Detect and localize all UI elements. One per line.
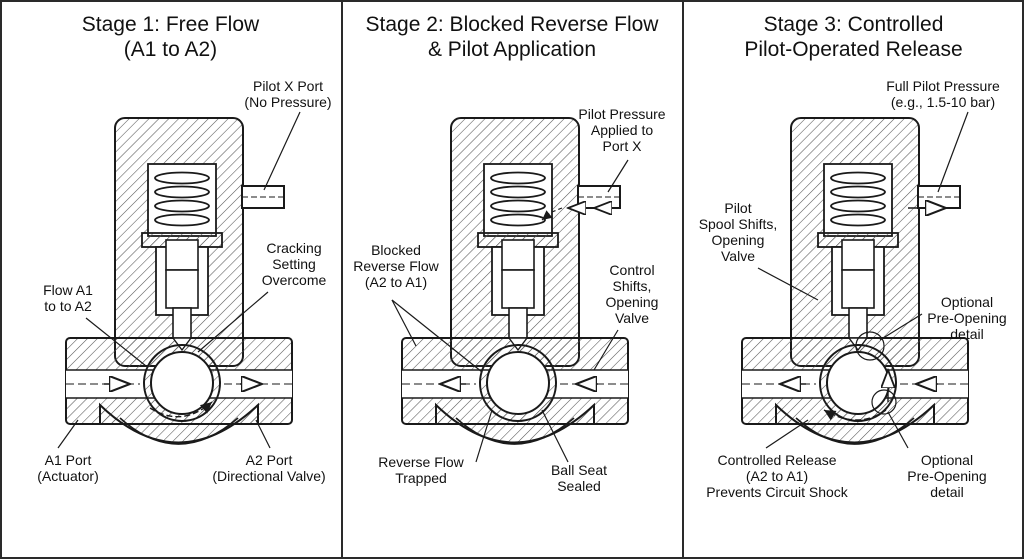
label-line: Prevents Circuit Shock [706,484,848,500]
label-line: Pre-Opening [907,468,987,484]
label-line: Sealed [557,478,601,494]
label-controlled-release: Controlled Release (A2 to A1) Prevents C… [692,452,862,500]
label-cracking-setting: Cracking Setting Overcome [244,240,344,288]
label-line: Opening [711,232,765,248]
label-reverse-flow-trapped: Reverse Flow Trapped [366,454,476,486]
label-line: Control [609,262,655,278]
label-line: Port X [602,138,642,154]
label-line: Pilot X Port [252,78,324,94]
label-line: Flow A1 [43,282,93,298]
label-line: (A2 to A1) [364,274,428,290]
label-line: Ball Seat [550,462,608,478]
stage-2-subtitle-line: & Pilot Application [427,38,597,61]
stage-3-subtitle-line: Pilot-Operated Release [744,38,963,61]
label-line: to to A2 [44,298,92,314]
label-line: Valve [615,310,649,326]
label-line: detail [930,484,964,500]
valve-stage-1 [57,111,301,449]
label-line: detail [950,326,984,342]
valve-stage-3 [741,111,969,449]
label-line: Overcome [261,272,327,288]
label-line: Trapped [395,470,447,486]
label-pilot-pressure-applied: Pilot Pressure Applied to Port X [566,106,678,154]
label-full-pilot-pressure: Full Pilot Pressure (e.g., 1.5-10 bar) [870,78,1016,110]
label-line: A1 Port [44,452,92,468]
label-ball-seat-sealed: Ball Seat Sealed [534,462,624,494]
stage-3-title: Stage 3: Controlled Pilot-Operated Relea… [683,12,1024,62]
stage-3-title-line: Stage 3: Controlled [763,13,944,36]
label-line: Full Pilot Pressure [886,78,1000,94]
stage-1-title: Stage 1: Free Flow (A1 to A2) [0,12,341,62]
label-line: Controlled Release [717,452,837,468]
label-a1-port: A1 Port (Actuator) [20,452,116,484]
stage-1-title-line: Stage 1: Free Flow [81,13,260,36]
stage-2-title-line: Stage 2: Blocked Reverse Flow [365,13,659,36]
label-optional-pre-opening-bottom: Optional Pre-Opening detail [894,452,1000,500]
label-line: Optional [940,294,994,310]
label-pilot-x-port: Pilot X Port (No Pressure) [228,78,348,110]
label-line: (Directional Valve) [212,468,326,484]
label-line: (A2 to A1) [745,468,809,484]
valve-stage-2 [391,117,629,463]
label-line: Reverse Flow [353,258,439,274]
label-line: A2 Port [245,452,293,468]
label-optional-pre-opening-top: Optional Pre-Opening detail [914,294,1020,342]
label-control-shifts: Control Shifts, Opening Valve [590,262,674,326]
label-line: Shifts, [612,278,652,294]
label-line: Valve [721,248,755,264]
panel-divider-2 [682,0,684,559]
label-line: (No Pressure) [244,94,332,110]
label-line: Blocked [371,242,421,258]
label-line: Opening [605,294,659,310]
label-line: Pilot [724,200,752,216]
label-line: Setting [272,256,316,272]
label-line: Cracking [266,240,322,256]
panel-divider-1 [341,0,343,559]
label-line: Pre-Opening [927,310,1007,326]
label-line: (Actuator) [37,468,99,484]
label-line: Pilot Pressure [578,106,666,122]
label-line: Reverse Flow [378,454,464,470]
label-line: (e.g., 1.5-10 bar) [890,94,996,110]
label-a2-port: A2 Port (Directional Valve) [200,452,338,484]
label-line: Applied to [590,122,654,138]
stage-1-subtitle-line: (A1 to A2) [123,38,218,61]
label-line: Optional [920,452,974,468]
label-blocked-reverse-flow: Blocked Reverse Flow (A2 to A1) [346,242,446,290]
label-pilot-spool-shifts: Pilot Spool Shifts, Opening Valve [686,200,790,264]
label-flow-a1-a2: Flow A1 to to A2 [28,282,108,314]
label-line: Spool Shifts, [698,216,778,232]
stage-2-title: Stage 2: Blocked Reverse Flow & Pilot Ap… [342,12,682,62]
